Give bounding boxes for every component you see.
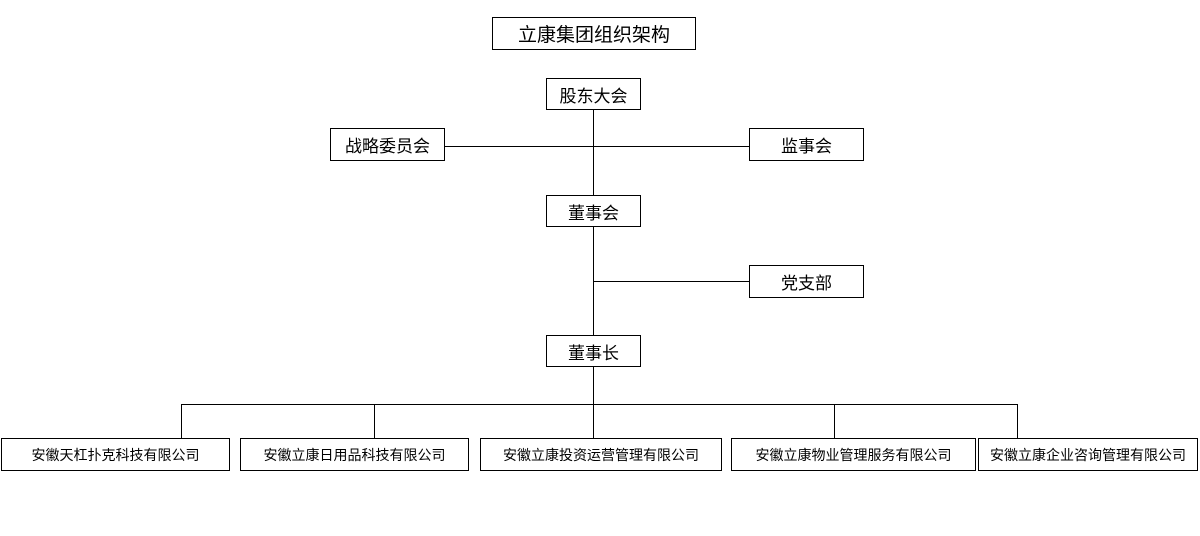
node-strategy-committee-label: 战略委员会 bbox=[345, 137, 430, 157]
node-party-branch-label: 党支部 bbox=[781, 274, 832, 294]
company-box: 安徽立康企业咨询管理有限公司 bbox=[978, 438, 1198, 471]
node-board-of-directors: 董事会 bbox=[546, 195, 641, 227]
node-supervisory-board: 监事会 bbox=[749, 128, 864, 161]
node-chairman: 董事长 bbox=[546, 335, 641, 367]
company-name: 安徽立康日用品科技有限公司 bbox=[263, 447, 446, 464]
node-strategy-committee: 战略委员会 bbox=[330, 128, 445, 161]
company-box: 安徽立康物业管理服务有限公司 bbox=[731, 438, 976, 471]
company-name: 安徽立康投资运营管理有限公司 bbox=[503, 447, 699, 464]
company-name: 安徽立康物业管理服务有限公司 bbox=[755, 447, 952, 464]
node-board-of-directors-label: 董事会 bbox=[568, 203, 619, 224]
chart-title-text: 立康集团组织架构 bbox=[517, 24, 670, 46]
node-shareholders-meeting: 股东大会 bbox=[546, 78, 641, 110]
company-box: 安徽立康投资运营管理有限公司 bbox=[480, 438, 722, 471]
company-box: 安徽立康日用品科技有限公司 bbox=[240, 438, 469, 471]
chart-title: 立康集团组织架构 bbox=[492, 17, 696, 50]
node-party-branch: 党支部 bbox=[749, 265, 864, 298]
node-chairman-label: 董事长 bbox=[568, 343, 619, 364]
company-box: 安徽天杠扑克科技有限公司 bbox=[1, 438, 230, 471]
node-supervisory-board-label: 监事会 bbox=[781, 137, 832, 157]
company-name: 安徽立康企业咨询管理有限公司 bbox=[990, 447, 1186, 464]
node-shareholders-meeting-label: 股东大会 bbox=[559, 86, 628, 107]
company-name: 安徽天杠扑克科技有限公司 bbox=[31, 447, 200, 464]
